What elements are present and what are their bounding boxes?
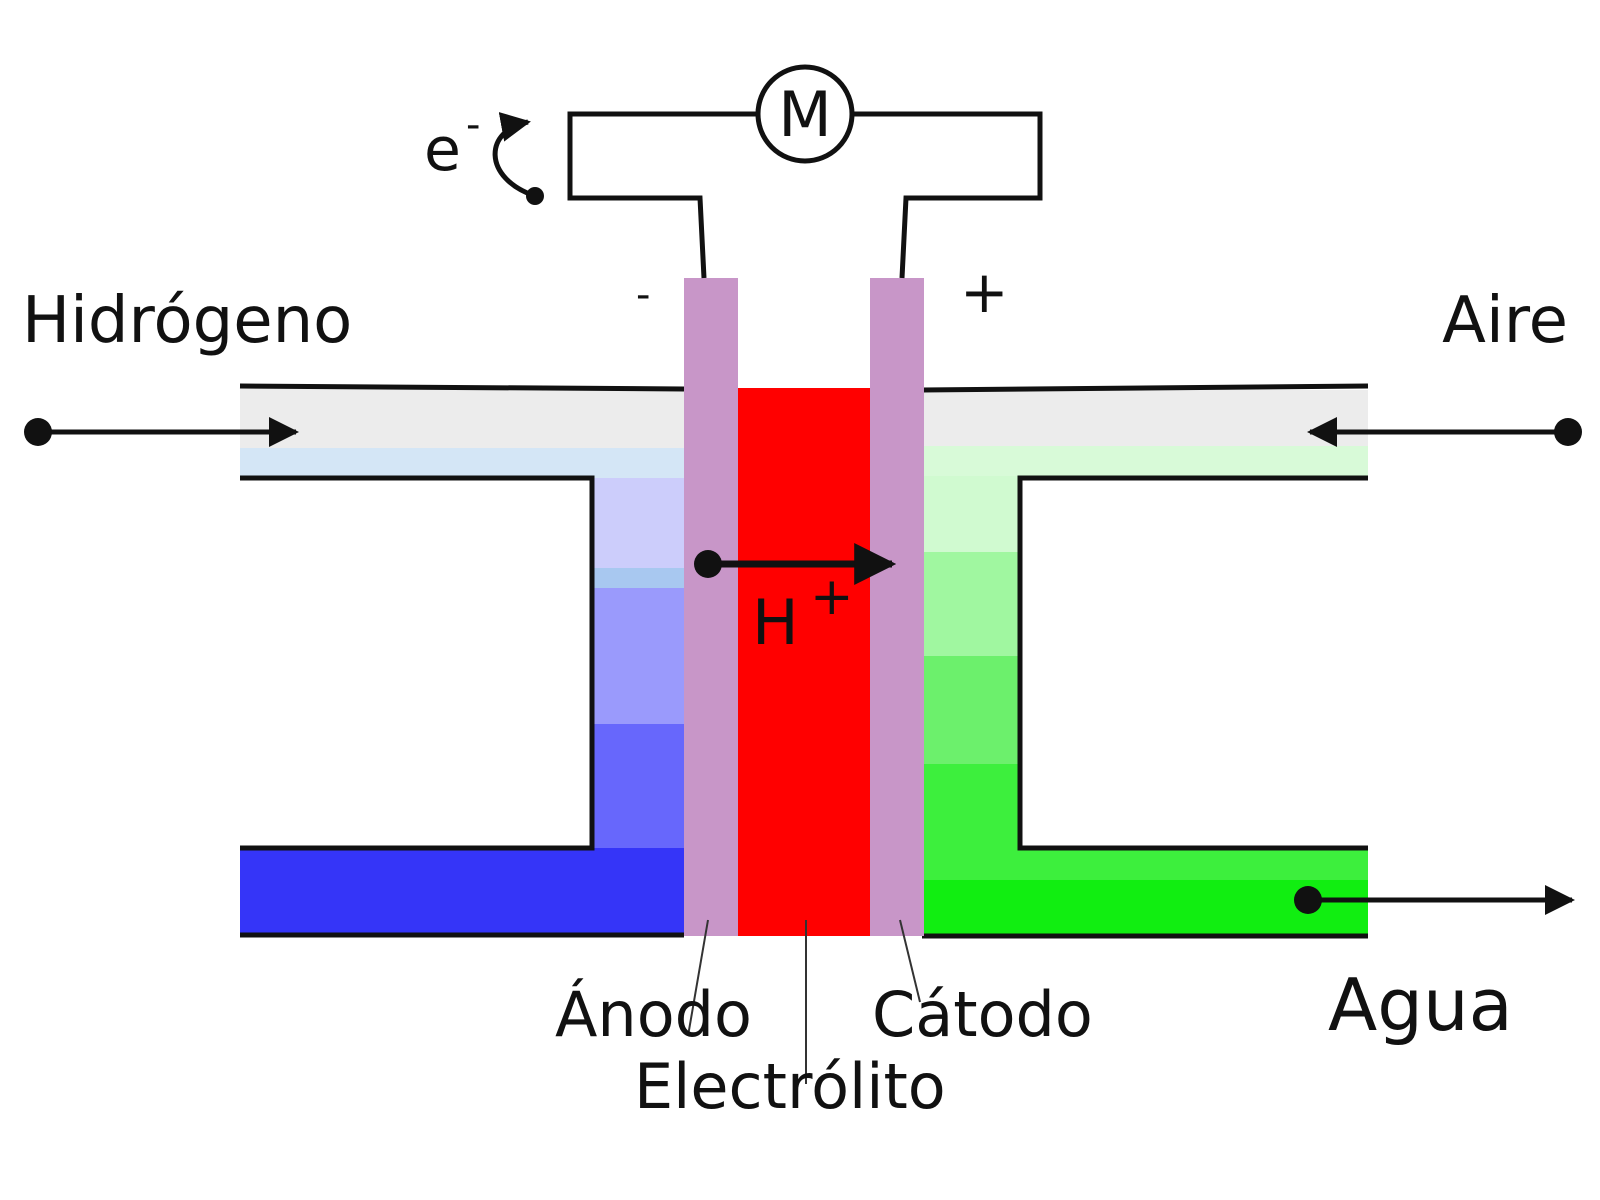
electrolyte-label: Electrólito [634, 1050, 946, 1123]
anode-chamber [240, 388, 684, 934]
anode-label: Ánodo [555, 977, 752, 1051]
external-circuit [567, 111, 1043, 279]
proton-flow-origin-icon [694, 550, 722, 578]
anode-electrode [684, 278, 738, 936]
air-label: Aire [1442, 284, 1568, 358]
water-outflow-origin-icon [1294, 886, 1322, 914]
cathode-zone-4 [922, 764, 1020, 848]
cathode-gas-channel [922, 390, 1368, 446]
cathode-label: Cátodo [872, 978, 1093, 1051]
cathode-outlet [922, 880, 1368, 936]
proton-charge-label: + [810, 567, 854, 627]
cathode-gas-fringe [922, 446, 1368, 476]
anode-gas-channel [240, 388, 684, 448]
cathode-electrode [870, 278, 924, 936]
chamber-walls [239, 383, 1369, 939]
anode-zone-1b [594, 568, 684, 588]
anode-zone-3 [594, 724, 684, 854]
anode-gas-fringe [240, 448, 684, 478]
hydrogen-label: Hidrógeno [22, 284, 352, 358]
water-label: Agua [1328, 963, 1513, 1047]
electrolyte-layer [738, 388, 870, 936]
negative-terminal-label: - [636, 272, 650, 318]
cathode-outlet-top [922, 848, 1368, 880]
label-leaders [687, 919, 921, 1084]
anode-zone-2 [594, 588, 684, 724]
cathode-zone-2 [922, 552, 1020, 656]
motor-label: M [778, 78, 832, 151]
air-inflow-origin-icon [1554, 418, 1582, 446]
cathode-zone-1 [922, 476, 1020, 552]
proton-label: H [752, 586, 799, 659]
motor-icon [755, 64, 855, 164]
electron-flow-arrow-icon [492, 112, 536, 199]
electron-flow-origin-icon [526, 187, 544, 205]
cathode-chamber [922, 390, 1368, 936]
cathode-zone-3 [922, 656, 1020, 764]
electron-label: e [424, 115, 461, 185]
anode-outlet [240, 848, 684, 934]
positive-terminal-label: + [960, 258, 1009, 326]
hydrogen-inflow-origin-icon [24, 418, 52, 446]
electron-charge-label: - [466, 102, 480, 148]
anode-zone-1 [594, 478, 684, 568]
